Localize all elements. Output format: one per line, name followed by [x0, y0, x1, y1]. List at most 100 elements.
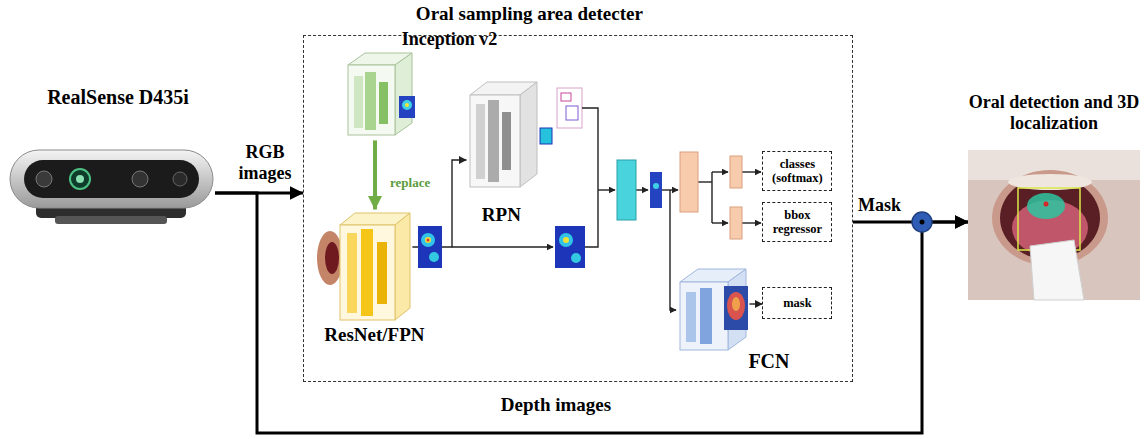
feature-map — [650, 172, 662, 208]
resnet-block: ResNet/FPN — [317, 211, 412, 321]
rpn-block-figure — [476, 104, 485, 179]
node-label: mask — [783, 296, 811, 310]
resnet-block-figure — [361, 229, 373, 316]
camera-illustration — [132, 171, 148, 187]
resnet-block-figure — [347, 233, 357, 313]
fc-layer — [730, 207, 742, 239]
node-label: FCN — [748, 350, 789, 373]
node-label: ResNet/FPN — [324, 324, 424, 346]
feature-map — [429, 252, 439, 262]
fcn-block-figure — [727, 292, 745, 320]
inception-block-figure — [399, 96, 415, 118]
rpn-block-figure — [470, 95, 520, 187]
fcn-block-figure — [680, 282, 728, 350]
result-photo — [968, 150, 1140, 300]
node-label: bbox regressor — [767, 208, 827, 237]
node-label: Oral detection and 3D localization — [966, 92, 1142, 133]
detector-region: Oral sampling area detecterInception v2R… — [303, 35, 853, 382]
roi-align-box — [617, 160, 636, 220]
flow-line — [742, 222, 761, 223]
output-box: classes (softmax) — [762, 151, 832, 191]
result-photo — [1030, 240, 1084, 300]
anchor-proposals — [557, 88, 582, 128]
feature-map — [427, 239, 430, 242]
inception-block-figure — [365, 72, 376, 130]
feature-map — [571, 253, 581, 263]
fusion-node — [912, 212, 932, 232]
edge-label: replace — [390, 176, 430, 191]
camera-illustration — [24, 160, 199, 198]
feature-map — [559, 233, 573, 247]
camera-illustration — [36, 171, 52, 187]
fcn-block-figure — [686, 292, 696, 342]
edge-label: Mask — [858, 195, 901, 216]
feature-map — [418, 226, 442, 268]
inception-block: Inception v2 — [344, 51, 414, 136]
fcn-block-figure — [680, 269, 748, 350]
fcn-block-figure — [700, 288, 712, 344]
flow-line — [712, 171, 728, 172]
anchor-proposals — [561, 93, 571, 101]
rpn-block-figure — [502, 112, 511, 170]
anchor-proposals — [557, 88, 582, 128]
camera-illustration — [173, 172, 187, 186]
mouth-input-image — [317, 231, 343, 285]
resnet-block-figure — [340, 213, 410, 320]
feature-map — [650, 172, 662, 208]
rpn-block-figure — [520, 82, 537, 187]
flow-line — [698, 181, 712, 182]
edge-label: Depth images — [501, 394, 611, 416]
connector-arrow — [749, 303, 762, 304]
fcn-block-figure — [732, 297, 740, 311]
rpn-block-figure — [488, 100, 499, 182]
inception-block-figure — [402, 100, 412, 110]
flow-line — [452, 246, 553, 247]
inception-block-figure — [348, 53, 415, 135]
flow-line — [582, 108, 598, 247]
fc-layer — [730, 156, 742, 188]
camera-node: RealSense D435i — [8, 148, 215, 226]
anchor-proposals — [566, 106, 578, 120]
inception-block-figure — [395, 53, 412, 135]
flow-line — [742, 171, 761, 172]
camera-illustration — [55, 216, 167, 224]
feature-map — [653, 183, 659, 189]
camera-illustration — [76, 175, 84, 183]
connector-arrow — [373, 140, 377, 209]
output-box: mask — [762, 287, 832, 319]
feature-map — [555, 226, 585, 268]
output-box: bbox regressor — [762, 202, 832, 242]
mouth-input-image — [325, 242, 339, 274]
feature-map — [555, 226, 585, 268]
feature-map — [563, 237, 569, 243]
resnet-block-figure — [340, 225, 395, 320]
fcn-block-figure — [728, 269, 746, 350]
resnet-block-figure — [395, 213, 410, 320]
feature-map — [418, 226, 442, 268]
camera-illustration — [70, 169, 90, 189]
inception-block-figure — [354, 76, 363, 128]
inception-block-figure — [348, 65, 395, 135]
flow-line — [598, 189, 615, 190]
result-photo — [1044, 202, 1049, 207]
connector-group — [215, 140, 968, 433]
node-label: classes (softmax) — [767, 157, 827, 186]
rpn-block-figure — [470, 82, 552, 187]
fcn-block: FCN — [676, 265, 749, 351]
node-label: RPN — [482, 204, 521, 226]
fc-layer — [680, 152, 698, 212]
flow-line — [712, 222, 728, 223]
connector-arrow — [215, 193, 968, 433]
node-label: RealSense D435i — [47, 86, 189, 109]
fcn-block-figure — [724, 286, 748, 330]
flow-line — [711, 172, 712, 223]
rpn-block-figure — [540, 128, 552, 144]
inception-block-figure — [379, 82, 388, 124]
fusion-node — [912, 212, 932, 232]
resnet-block-figure — [377, 242, 387, 304]
camera-illustration — [10, 150, 213, 224]
inception-block-figure — [405, 103, 409, 107]
